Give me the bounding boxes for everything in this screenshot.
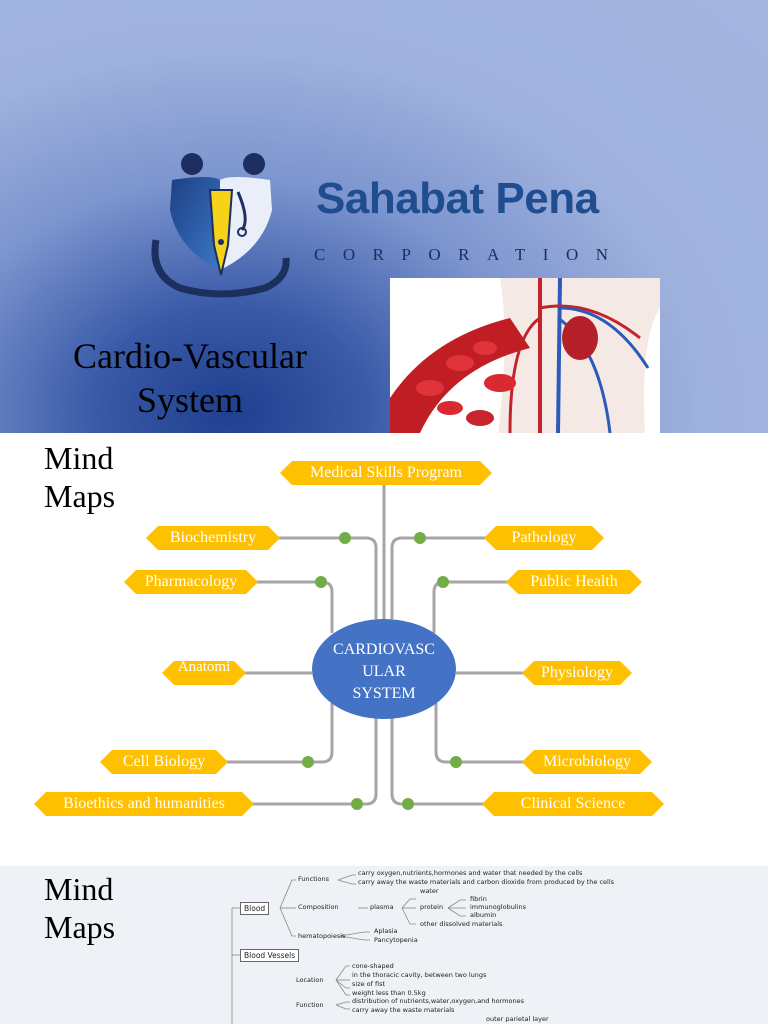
heart-vessels-icon [390, 278, 660, 433]
connector-dot [302, 756, 314, 768]
node-loc4: weight less than 0.5kg [352, 989, 426, 997]
node-other-dissolved: other dissolved materials [420, 920, 503, 928]
node-albumin: albumin [470, 911, 497, 919]
node-func1: carry oxygen,nutrients,hormones and wate… [358, 869, 583, 877]
connector-dot [315, 576, 327, 588]
node-cell-biology: Cell Biology [100, 750, 228, 774]
node-water: water [420, 887, 439, 895]
node-func2: carry away the waste materials and carbo… [358, 878, 615, 886]
node-pharmacology: Pharmacology [124, 570, 258, 594]
node-protein: protein [420, 903, 444, 911]
connector-dot [339, 532, 351, 544]
node-hematopoiesis: hematopoiesis [298, 932, 346, 940]
node-bioethics: Bioethics and humanities [34, 792, 254, 816]
node-biochemistry: Biochemistry [146, 526, 280, 550]
node-plasma: plasma [370, 903, 394, 911]
node-functions: Functions [298, 875, 330, 883]
node-pathology: Pathology [484, 526, 604, 550]
node-physiology: Physiology [522, 661, 632, 685]
connector-dot [450, 756, 462, 768]
node-loc1: cone-shaped [352, 962, 394, 970]
connector-dot [402, 798, 414, 810]
node-fn2: carry away the waste materials [352, 1006, 455, 1014]
node-pancytopenia: Pancytopenia [374, 936, 418, 944]
mind-map-connectors [226, 485, 526, 810]
node-outer-parietal: outer parietal layer [486, 1015, 549, 1023]
node-anatomy: Anatomi [162, 661, 246, 685]
title-slide: Sahabat Pena CORPORATION Cardio-Vascular… [0, 0, 768, 433]
node-medical-skills-program: Medical Skills Program [280, 461, 492, 485]
node-aplasia: Aplasia [374, 927, 398, 935]
node-microbiology: Microbiology [522, 750, 652, 774]
node-loc2: in the thoracic cavity, between two lung… [352, 971, 487, 979]
sahabat-pena-logo-icon [151, 153, 290, 298]
circulatory-system-illustration [390, 278, 660, 433]
node-fibrin: fibrin [470, 895, 487, 903]
brand-subtitle: CORPORATION [314, 245, 626, 264]
node-composition: Composition [298, 903, 339, 911]
node-blood-vessels: Blood Vessels [240, 949, 300, 962]
connector-dot [351, 798, 363, 810]
node-function: Function [296, 1001, 324, 1009]
node-blood: Blood [240, 902, 270, 915]
node-location: Location [296, 976, 324, 984]
connector-dot [437, 576, 449, 588]
connector-dot [414, 532, 426, 544]
tree-connectors [231, 874, 466, 1024]
brand-name: Sahabat Pena [316, 174, 599, 223]
node-loc3: size of fist [352, 980, 386, 988]
node-fn1: distribution of nutrients,water,oxygen,a… [352, 997, 524, 1005]
node-public-health: Public Health [506, 570, 642, 594]
node-immunoglobulins: immunoglobulins [470, 903, 526, 911]
node-clinical-science: Clinical Science [482, 792, 664, 816]
